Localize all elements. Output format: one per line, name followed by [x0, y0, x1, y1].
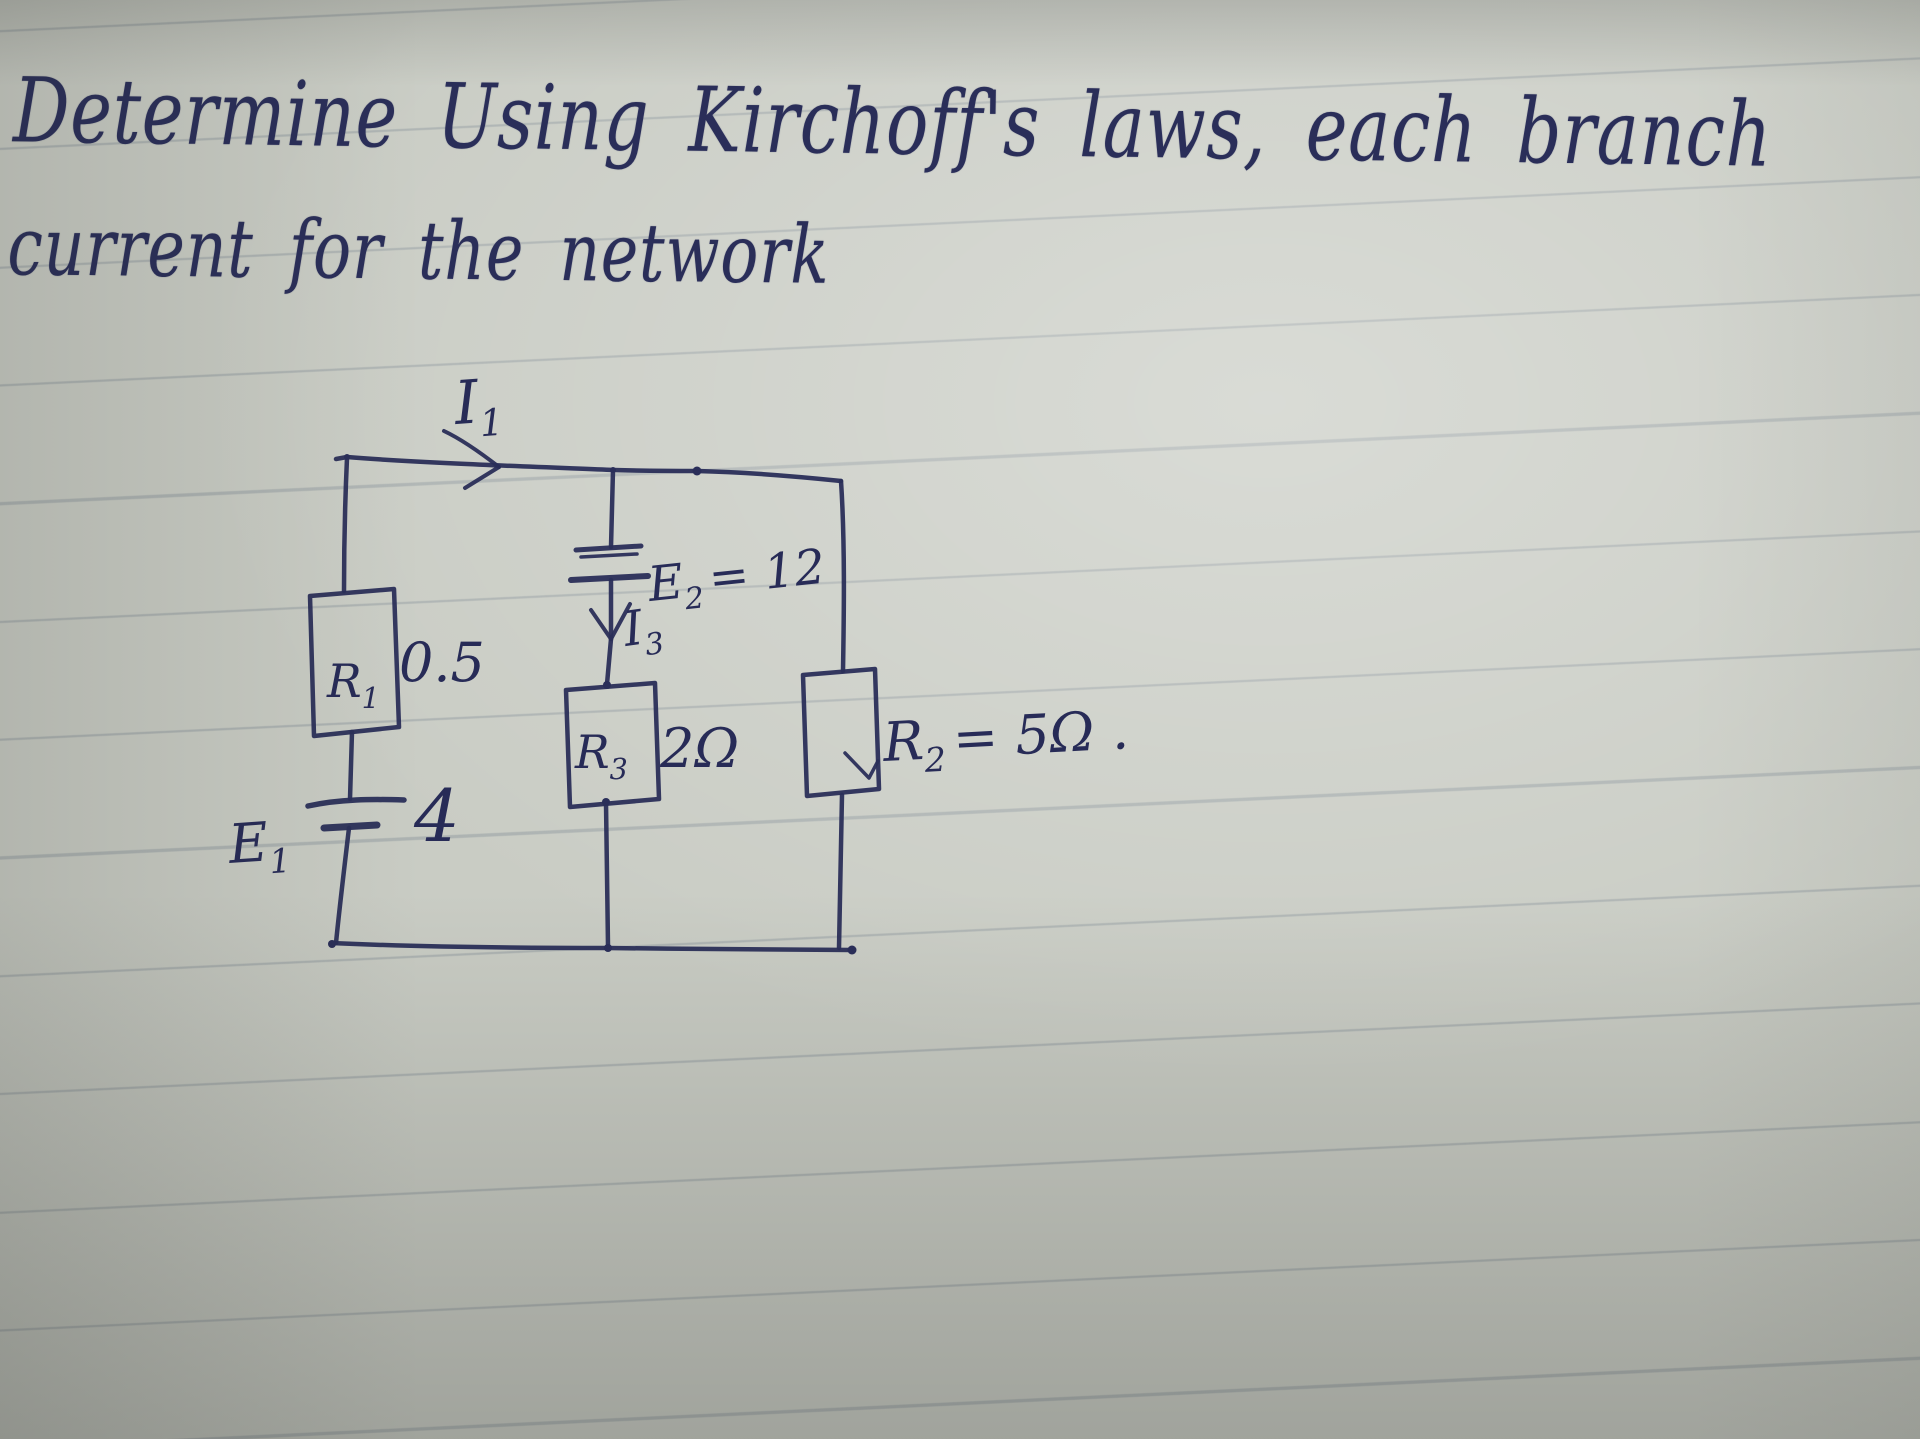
wire-r1-to-e1	[347, 729, 355, 802]
wire-right-top	[838, 478, 847, 674]
wire-e1-to-bottom	[333, 825, 352, 946]
current-arrow-i1-barb	[463, 465, 501, 490]
solder-dot	[604, 944, 612, 952]
label-e1-value: 4	[413, 774, 460, 858]
current-arrow-i3-barb-left	[589, 608, 613, 641]
solder-dot	[602, 798, 610, 806]
wire-top	[333, 454, 844, 484]
current-arrow-i3-barb-right	[609, 602, 632, 641]
wire-r2-to-bottom	[836, 792, 845, 951]
solder-dot	[692, 466, 702, 476]
label-r3: R3	[574, 725, 628, 786]
label-r2: R2= 5Ω .	[880, 698, 1130, 782]
solder-dot	[328, 940, 336, 948]
current-arrow-i1-swoosh	[442, 429, 501, 469]
resistor-r3-box	[563, 680, 662, 810]
solder-dots	[328, 454, 857, 955]
resistor-r1-box	[307, 586, 402, 739]
battery-e2-top-plate-retrace	[579, 552, 639, 559]
solder-dot	[603, 681, 611, 689]
wire-r3-to-bottom	[603, 800, 611, 949]
wire-middle-top	[608, 467, 616, 550]
battery-e2-top-plate	[573, 543, 644, 553]
wire-i3-to-r3	[604, 636, 614, 687]
label-r1: R1	[326, 654, 380, 715]
resistor-r2-box	[800, 666, 882, 799]
label-e1: E1	[226, 809, 293, 884]
label-i1: I1	[451, 366, 505, 447]
solder-dot	[610, 467, 616, 473]
solder-dot	[344, 454, 350, 460]
wire-left-top	[341, 455, 350, 594]
label-e2: E2= 12	[644, 539, 828, 621]
resistor-r2-pen-tick	[843, 751, 880, 780]
solder-dot	[847, 945, 857, 955]
label-r1-value: 0.5	[399, 631, 485, 694]
label-r3-value: 2Ω	[659, 717, 739, 780]
wire-bottom	[328, 940, 855, 953]
battery-e2-bottom-plate	[568, 573, 651, 583]
battery-e1-long-plate	[305, 796, 407, 809]
